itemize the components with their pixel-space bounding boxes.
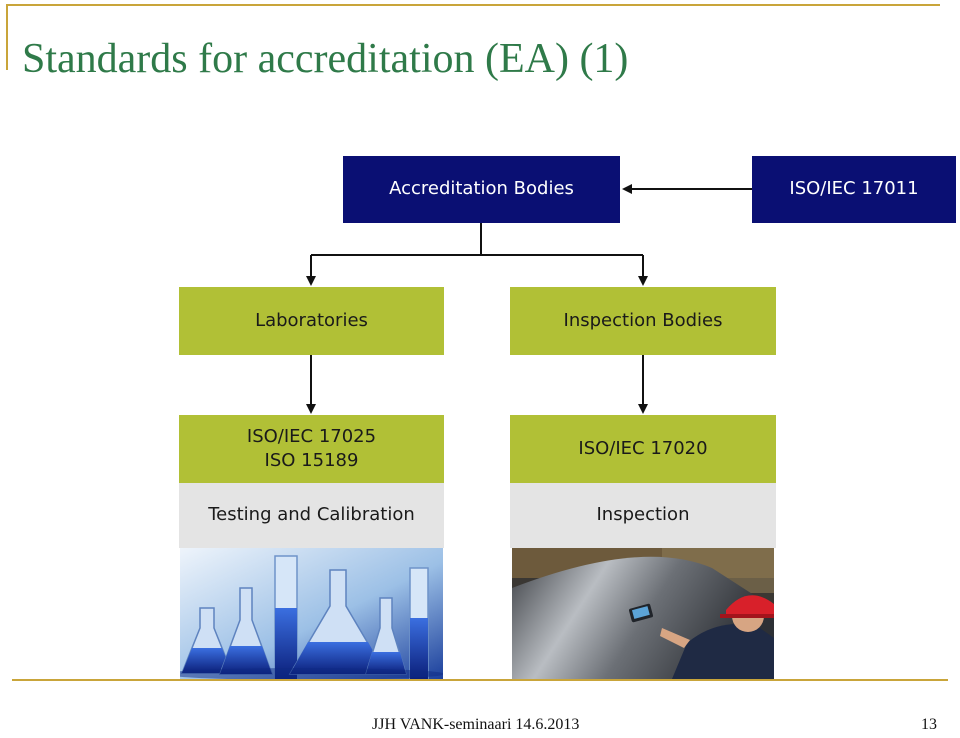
inspection-standard-box: ISO/IEC 17020 bbox=[510, 415, 776, 483]
accreditation-bodies-label: Accreditation Bodies bbox=[389, 178, 574, 200]
accreditation-bodies-box: Accreditation Bodies bbox=[343, 156, 620, 223]
slide-title: Standards for accreditation (EA) (1) bbox=[22, 36, 629, 82]
top-rule bbox=[6, 4, 940, 6]
inspection-label: Inspection bbox=[596, 504, 690, 526]
iso-17025-label: ISO/IEC 17025 bbox=[246, 425, 377, 447]
left-rule bbox=[6, 4, 8, 70]
laboratory-glassware-image bbox=[180, 548, 443, 679]
inspection-bodies-box: Inspection Bodies bbox=[510, 287, 776, 355]
iso-15189-label: ISO 15189 bbox=[264, 450, 359, 471]
inspection-bodies-label: Inspection Bodies bbox=[563, 309, 723, 331]
testing-calibration-label: Testing and Calibration bbox=[208, 504, 415, 526]
inspection-box: Inspection bbox=[510, 483, 776, 548]
inspection-worker-image bbox=[512, 548, 774, 679]
laboratories-box: Laboratories bbox=[179, 287, 444, 355]
page-number: 13 bbox=[921, 716, 937, 733]
testing-calibration-box: Testing and Calibration bbox=[179, 483, 444, 548]
iso-17020-label: ISO/IEC 17020 bbox=[578, 437, 708, 459]
bottom-rule bbox=[12, 679, 948, 681]
iso-17011-box: ISO/IEC 17011 bbox=[752, 156, 956, 223]
lab-standards-box: ISO/IEC 17025 ISO 15189 bbox=[179, 415, 444, 483]
iso-17011-label: ISO/IEC 17011 bbox=[789, 178, 919, 200]
laboratories-label: Laboratories bbox=[255, 309, 368, 331]
footer-text: JJH VANK-seminaari 14.6.2013 bbox=[372, 716, 580, 733]
